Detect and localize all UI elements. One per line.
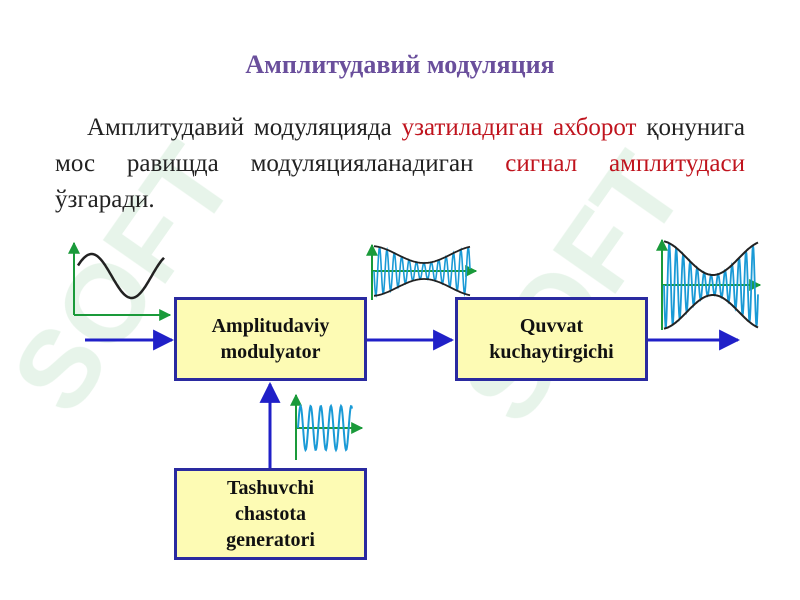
text-part-3: ўзгаради. [55,186,155,213]
generator-block: Tashuvchi chastota generatori [174,468,367,560]
carrier-signal-graph [290,393,364,460]
generator-label-line-1: Tashuvchi [226,477,315,499]
description-paragraph: Амплитудавий модуляцияда узатиладиган ах… [55,110,745,218]
modulated-wave [373,246,471,298]
modulator-label-line-2: modulyator [220,341,321,363]
amplifier-label-line-1: Quvvat [519,315,584,337]
modulator-block: Amplitudaviy modulyator [174,297,367,381]
text-part-2: қонунига мос равищда модуляцияланадиган [55,114,745,177]
page-title: Амплитудавий модуляция [245,50,555,79]
amplifier-block: Quvvat kuchaytirgichi [455,297,648,381]
amplifier-label-line-2: kuchaytirgichi [489,341,614,363]
carrier-wave [297,403,353,453]
message-signal-graph [68,241,172,321]
modulated-signal-graph [366,243,478,300]
modulated-envelope [373,245,471,297]
highlight-message-law: узатиладиган ахборот [401,114,637,141]
message-sine-wave [76,252,165,300]
highlight-signal-amplitude: сигнал амплитудаси [505,150,745,177]
amplified-signal-graph [656,238,762,330]
generator-label-line-3: generatori [226,529,315,551]
generator-label-line-2: chastota [234,503,307,525]
modulator-label-line-1: Amplitudaviy [211,315,330,337]
amplified-envelope [663,240,759,330]
text-part-1: Амплитудавий модуляцияда [87,114,402,141]
